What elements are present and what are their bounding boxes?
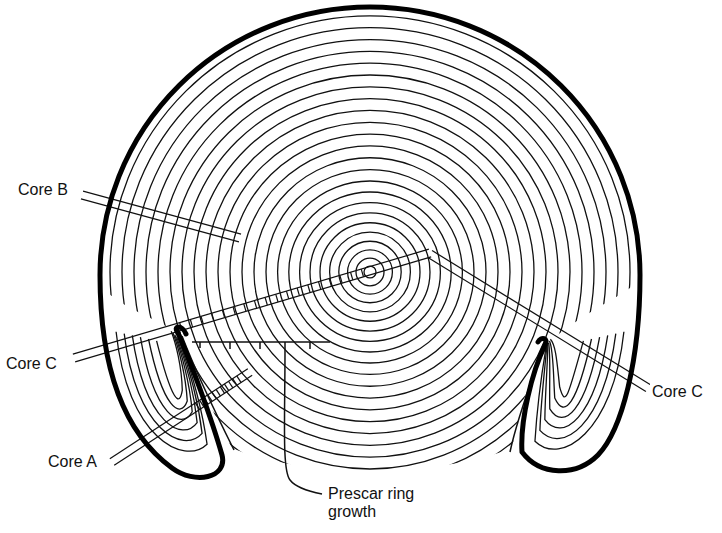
growth-ring [266, 170, 474, 375]
core-tick [216, 389, 220, 396]
core-tick [265, 297, 267, 305]
core-tick [297, 288, 299, 296]
core-tick [222, 310, 224, 318]
core-tick [244, 304, 246, 312]
prescar-bracket [192, 342, 330, 494]
core-tick [237, 376, 241, 383]
growth-ring [122, 28, 618, 517]
growth-ring [320, 223, 420, 322]
core-label: Core A [46, 453, 99, 471]
core-tick [286, 291, 288, 299]
growth-ring [170, 75, 570, 469]
growth-ring [206, 110, 534, 433]
core-tick [351, 272, 353, 280]
growth-ring [182, 87, 558, 457]
core-line [110, 369, 248, 459]
core-tick [254, 301, 256, 309]
core-tick [361, 269, 363, 277]
core-tick [233, 307, 235, 315]
growth-ring [300, 203, 441, 342]
core-tick [340, 275, 342, 283]
growth-ring [339, 241, 401, 302]
lobe-ring [550, 339, 583, 397]
growth-ring [242, 146, 498, 398]
center-scar-edge [182, 336, 234, 450]
core-tick [212, 392, 216, 399]
core-tick [224, 384, 228, 391]
callout-label: Prescar ring growth [326, 485, 422, 520]
core-tick [228, 381, 232, 388]
growth-ring [158, 63, 582, 481]
core-line [432, 251, 650, 385]
core-label: Core B [16, 181, 70, 199]
core-tick [319, 282, 321, 290]
growth-ring [348, 250, 393, 294]
growth-ring [330, 232, 411, 312]
core-line [75, 257, 431, 362]
core-tick [276, 294, 278, 302]
growth-ring [289, 192, 451, 352]
lobe-ring [157, 331, 183, 399]
core-label: Core C [650, 383, 705, 401]
growth-ring [218, 122, 522, 421]
core-tick [201, 316, 203, 324]
lobe-ring [116, 332, 207, 451]
growth-ring [110, 16, 630, 528]
core-label: Core C [4, 355, 59, 373]
core-line [114, 375, 252, 465]
core-tick [195, 403, 199, 410]
core-tick [233, 379, 237, 386]
bark-outline [176, 327, 186, 334]
growth-ring [310, 213, 430, 331]
core-tick [308, 285, 310, 293]
core-tick [212, 313, 214, 321]
core-tick [220, 387, 224, 394]
core-line [73, 249, 429, 354]
core-tick [329, 279, 331, 287]
bark-outline [100, 7, 640, 477]
growth-ring [194, 99, 546, 446]
growth-ring [278, 181, 463, 363]
lobe-ring [550, 339, 592, 407]
core-tick [190, 320, 192, 328]
